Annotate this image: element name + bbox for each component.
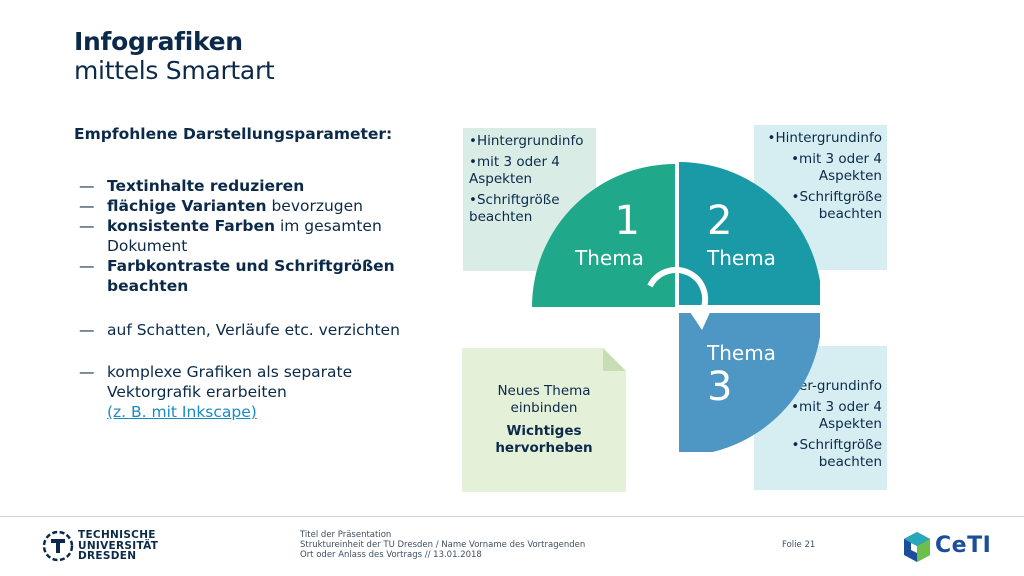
note-text: Neues Thema einbinden (497, 383, 591, 416)
list-item: — komplexe Grafiken als separate Vektorg… (79, 363, 353, 421)
list-item: — Farbkontraste und Schriftgrößen beacht… (79, 257, 395, 295)
pie-segment-2 (679, 162, 820, 305)
ceti-logo-icon (904, 532, 930, 562)
list-item: — Textinhalte reduzieren (79, 177, 305, 195)
ceti-wordmark: CeTI (935, 533, 992, 558)
pie-label-2: 2 (707, 198, 733, 244)
smartart-pie (532, 162, 820, 452)
list-item: — konsistente Farben im gesamten Dokumen… (79, 217, 382, 255)
inkscape-link[interactable]: (z. B. mit Inkscape) (107, 403, 257, 421)
cycle-arrow-icon (647, 266, 709, 314)
pie-label-3: 3 (707, 364, 733, 410)
pie-word-3: Thema (707, 341, 776, 365)
list-item: — flächige Varianten bevorzugen (79, 197, 364, 215)
title-line-1: Infografiken (74, 27, 243, 56)
tud-logo-icon (42, 530, 74, 562)
arrow-head-icon (690, 308, 712, 330)
list-item: — auf Schatten, Verläufe etc. verzichten (79, 321, 400, 339)
note-strong-text: Wichtiges hervorheben (495, 423, 593, 456)
bullet-list: — Textinhalte reduzieren — flächige Vari… (74, 176, 414, 422)
pie-segment-3 (679, 313, 820, 452)
pie-label-1: 1 (614, 198, 640, 244)
tud-wordmark: TECHNISCHE UNIVERSITÄT DRESDEN (78, 529, 159, 562)
pie-segment-1 (532, 164, 675, 307)
lead-heading: Empfohlene Darstellungsparameter: (74, 125, 393, 143)
sticky-note: Neues Thema einbinden Wichtiges hervorhe… (462, 348, 626, 492)
note-shape (462, 348, 626, 492)
pie-word-1: Thema (575, 246, 644, 270)
info-box-1: •Hintergrundinfo •mit 3 oder 4 Aspekten … (463, 128, 596, 271)
slide-number: Folie 21 (782, 540, 816, 550)
footer-info: Titel der Präsentation Struktureinheit d… (300, 530, 586, 560)
slide-title: Infografiken mittels Smartart (74, 27, 275, 86)
footer-divider (0, 516, 1024, 517)
pie-word-2: Thema (707, 246, 776, 270)
title-line-2: mittels Smartart (74, 55, 275, 85)
